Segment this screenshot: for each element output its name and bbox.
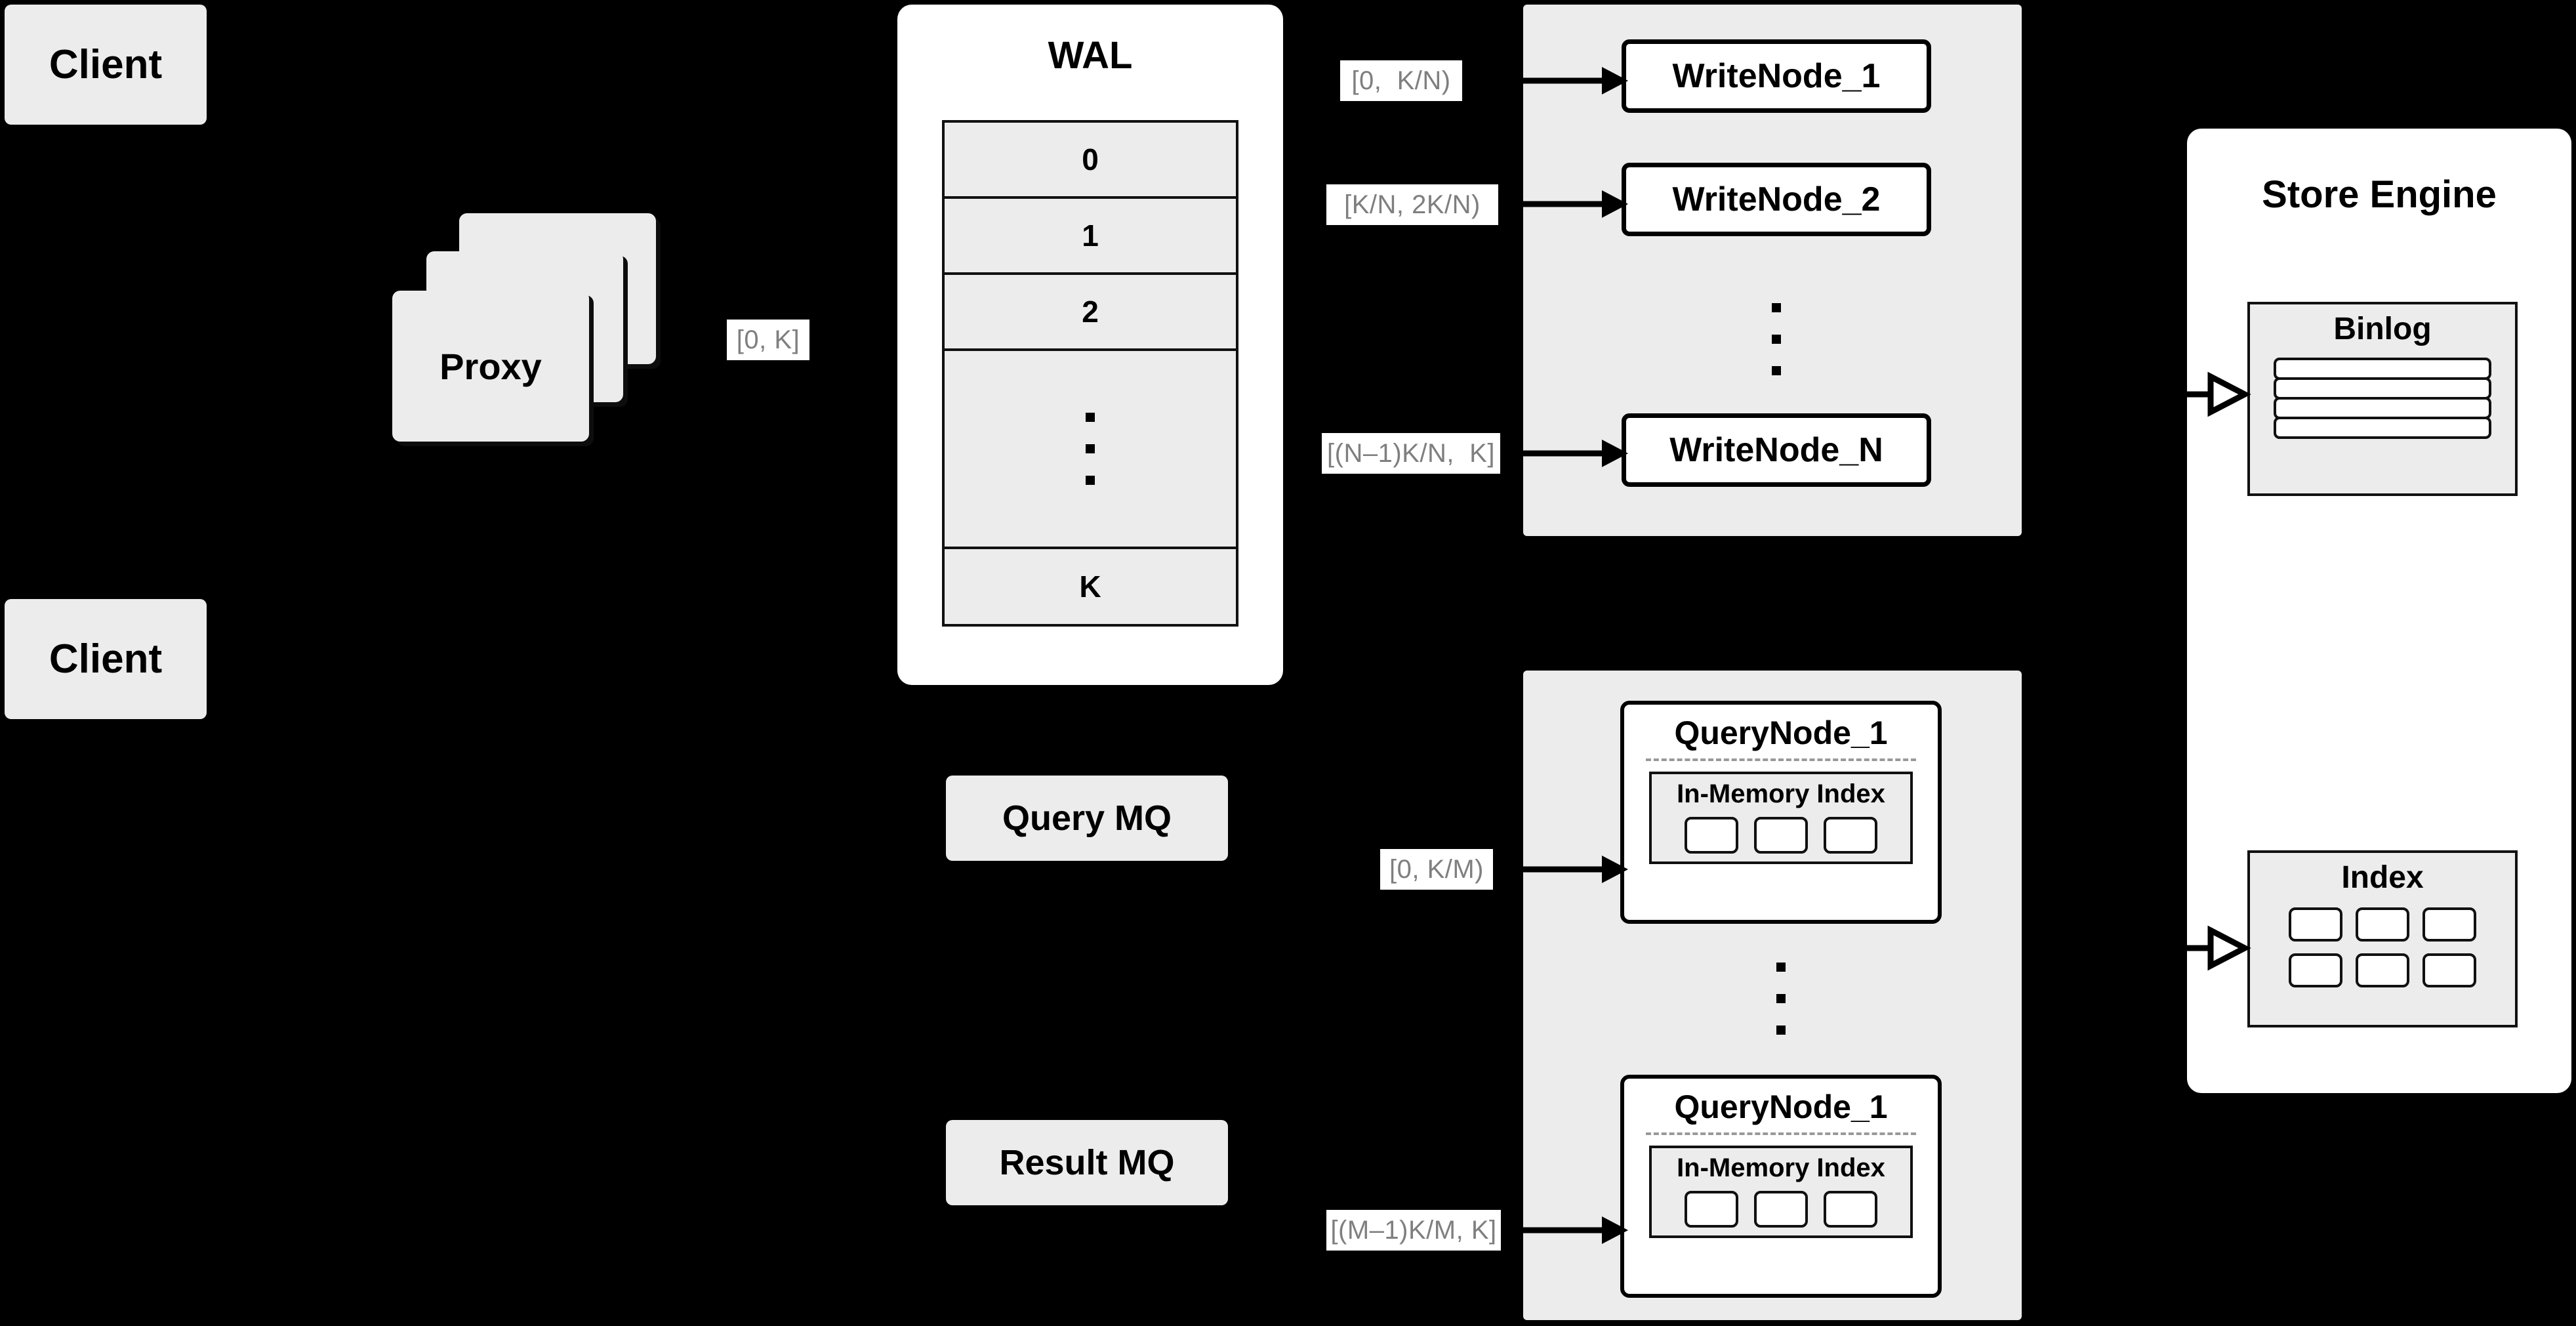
- wal-title: WAL: [897, 32, 1283, 78]
- in-memory-index-title: In-Memory Index: [1677, 779, 1885, 809]
- in-memory-index-label: In-Memory Index: [1677, 1153, 1885, 1182]
- query-node-title: QueryNode_1: [1674, 1088, 1887, 1126]
- arrow-to-index: [2177, 925, 2251, 971]
- store-engine-title-text: Store Engine: [2262, 173, 2497, 216]
- index-cell: [2423, 953, 2476, 987]
- in-memory-index-cells: [1684, 1191, 1877, 1228]
- arrow-to-query-node-1: [1523, 856, 1628, 883]
- query-node-label: QueryNode_1: [1674, 1088, 1888, 1125]
- vertical-ellipsis-icon: [1086, 412, 1095, 485]
- write-node-n[interactable]: WriteNode_N: [1622, 413, 1931, 487]
- client-label: Client: [49, 636, 163, 682]
- index-cell: [2423, 907, 2476, 942]
- result-mq-box[interactable]: Result MQ: [946, 1120, 1228, 1205]
- write-node-label: WriteNode_1: [1672, 57, 1881, 95]
- query-mq-label: Query MQ: [1002, 798, 1172, 838]
- index-cell: [1753, 817, 1808, 854]
- arrow-to-write-node-2: [1523, 190, 1628, 218]
- proxy-stack[interactable]: Proxy: [380, 213, 682, 442]
- index-cell: [1753, 1191, 1808, 1228]
- query-node-divider: [1646, 758, 1916, 761]
- edge-label-writenode-2: [K/N, 2K/N): [1326, 184, 1498, 225]
- wal-row-ellipsis: [945, 351, 1236, 550]
- wal-title-text: WAL: [1048, 33, 1133, 77]
- write-node-vertical-ellipsis-icon: [1622, 267, 1931, 411]
- write-node-label: WriteNode_2: [1672, 180, 1881, 218]
- store-engine-title: Store Engine: [2187, 168, 2571, 220]
- wal-row-value: 1: [1082, 218, 1099, 253]
- in-memory-index-box: In-Memory Index: [1649, 1146, 1913, 1238]
- binlog-row: [2274, 377, 2491, 400]
- wal-row: K: [945, 549, 1236, 624]
- proxy-label: Proxy: [440, 345, 542, 387]
- index-grid: [2289, 907, 2476, 987]
- proxy-card-front[interactable]: Proxy: [392, 291, 589, 442]
- binlog-row: [2274, 417, 2491, 439]
- write-node-2[interactable]: WriteNode_2: [1622, 163, 1931, 236]
- arrow-to-write-node-n: [1523, 440, 1628, 467]
- in-memory-index-cells: [1684, 817, 1877, 854]
- result-mq-label: Result MQ: [999, 1143, 1175, 1182]
- wal-row: 0: [945, 123, 1236, 199]
- client-box-2[interactable]: Client: [5, 599, 207, 719]
- edge-label-querynode-m: [(M–1)K/M, K]: [1326, 1210, 1501, 1251]
- wal-row-value: K: [1079, 570, 1101, 604]
- edge-label-text: [(N–1)K/N, K]: [1327, 438, 1495, 468]
- client-label: Client: [49, 42, 163, 87]
- client-box-1[interactable]: Client: [5, 5, 207, 125]
- wal-row-value: 2: [1082, 294, 1099, 329]
- index-title: Index: [2341, 860, 2423, 896]
- query-node-group: QueryNode_1 In-Memory Index QueryNode_1: [1523, 671, 2022, 1320]
- index-cell: [2289, 907, 2342, 942]
- write-node-1[interactable]: WriteNode_1: [1622, 39, 1931, 113]
- index-cell: [2289, 953, 2342, 987]
- arrow-to-write-node-1: [1523, 67, 1628, 94]
- wal-table: 0 1 2 K: [942, 120, 1238, 627]
- wal-row: 1: [945, 199, 1236, 275]
- binlog-row: [2274, 358, 2491, 380]
- query-node-title: QueryNode_1: [1674, 714, 1887, 752]
- query-node-1[interactable]: QueryNode_1 In-Memory Index: [1620, 701, 1942, 924]
- binlog-title: Binlog: [2333, 311, 2431, 347]
- query-node-divider: [1646, 1132, 1916, 1135]
- in-memory-index-title: In-Memory Index: [1677, 1153, 1885, 1183]
- edge-label-querynode-1: [0, K/M): [1380, 849, 1493, 890]
- in-memory-index-label: In-Memory Index: [1677, 779, 1885, 808]
- index-cell: [2356, 907, 2409, 942]
- arrow-to-query-node-m: [1523, 1216, 1628, 1244]
- in-memory-index-box: In-Memory Index: [1649, 772, 1913, 864]
- write-node-label: WriteNode_N: [1669, 431, 1883, 469]
- write-node-group: WriteNode_1 WriteNode_2 WriteNode_N: [1523, 5, 2022, 536]
- index-cell: [1684, 1191, 1738, 1228]
- wal-panel: WAL 0 1 2 K: [897, 5, 1283, 685]
- binlog-rows: [2274, 358, 2491, 439]
- query-node-vertical-ellipsis-icon: [1620, 940, 1942, 1058]
- binlog-row: [2274, 397, 2491, 419]
- index-cell: [1823, 1191, 1877, 1228]
- query-mq-box[interactable]: Query MQ: [946, 776, 1228, 861]
- edge-label-text: [0, K]: [736, 325, 800, 354]
- wal-row: 2: [945, 275, 1236, 351]
- edge-label-text: [0, K/M): [1389, 854, 1484, 884]
- edge-label-writenode-1: [0, K/N): [1340, 60, 1462, 101]
- index-cell: [1684, 817, 1738, 854]
- index-cell: [1823, 817, 1877, 854]
- edge-label-text: [(M–1)K/M, K]: [1330, 1215, 1497, 1245]
- index-cell: [2356, 953, 2409, 987]
- query-node-m[interactable]: QueryNode_1 In-Memory Index: [1620, 1075, 1942, 1298]
- edge-label-text: [0, K/N): [1351, 66, 1451, 95]
- index-title-text: Index: [2341, 860, 2424, 895]
- binlog-title-text: Binlog: [2333, 312, 2432, 346]
- edge-label-proxy-to-wal: [0, K]: [727, 320, 809, 360]
- edge-label-writenode-n: [(N–1)K/N, K]: [1322, 433, 1500, 474]
- store-engine-panel: Store Engine Binlog Index: [2187, 129, 2571, 1093]
- arrow-to-binlog: [2177, 371, 2251, 417]
- wal-row-value: 0: [1082, 142, 1099, 176]
- index-box: Index: [2247, 850, 2518, 1027]
- query-node-label: QueryNode_1: [1674, 715, 1888, 751]
- binlog-box: Binlog: [2247, 302, 2518, 496]
- edge-label-text: [K/N, 2K/N): [1344, 190, 1481, 219]
